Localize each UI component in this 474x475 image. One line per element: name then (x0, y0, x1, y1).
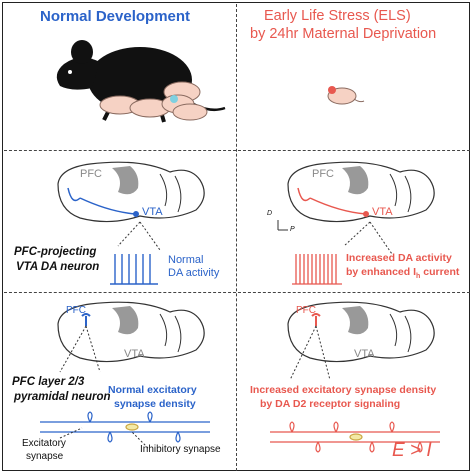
label-pfc-right-row3: PFC (296, 305, 316, 316)
left-panel-title: Normal Development (40, 8, 191, 25)
dendrite-normal (40, 411, 210, 443)
brain-sagittal-right (287, 161, 435, 223)
normal-synapse-line2: synapse density (114, 398, 196, 410)
spike-train-els (292, 254, 342, 285)
pyramidal-label-line2: pyramidal neuron (14, 391, 111, 403)
label-vta-right: VTA (372, 206, 393, 218)
spike-train-normal (110, 254, 158, 285)
increased-da-line2: by enhanced Ih current (346, 266, 460, 281)
label-pfc-left: PFC (80, 168, 102, 180)
brain-pfc-right (287, 301, 435, 363)
axis-label-p: P (290, 226, 295, 233)
row-divider-2 (4, 292, 470, 293)
normal-da-line1: Normal (168, 254, 204, 266)
dendrite-els (270, 421, 440, 453)
normal-da-line2: DA activity (168, 267, 220, 279)
excitatory-label-line1: Excitatory (22, 438, 66, 449)
da-neuron-label-line1: PFC-projecting (14, 246, 97, 258)
increased-synapse-line2: by DA D2 receptor signaling (260, 398, 401, 410)
label-vta-left: VTA (142, 206, 163, 218)
label-vta-right-row3: VTA (354, 348, 375, 360)
isolated-pup-icon (327, 86, 365, 105)
axis-label-d: D (267, 210, 273, 217)
right-panel-title-line1: Early Life Stress (ELS) (264, 8, 411, 24)
da-neuron-label-line2: VTA DA neuron (16, 261, 100, 273)
row-divider-1 (4, 150, 470, 151)
panel-divider-vertical (236, 4, 237, 471)
excitatory-label-line2: synapse (26, 451, 64, 462)
normal-synapse-line1: Normal excitatory (108, 384, 197, 396)
right-panel-title-line2: by 24hr Maternal Deprivation (250, 26, 437, 42)
increased-da-line1: Increased DA activity (346, 252, 452, 264)
brain-pfc-left (57, 301, 205, 363)
pyramidal-label-line1: PFC layer 2/3 (12, 376, 85, 388)
label-pfc-left-row3: PFC (66, 305, 86, 316)
brain-sagittal-left (57, 161, 205, 223)
inhibitory-label: Inhibitory synapse (140, 444, 221, 455)
pup-group-icon (99, 81, 208, 121)
orientation-axes-icon (277, 220, 288, 231)
ei-ratio-label: E > I (392, 440, 432, 461)
label-pfc-right: PFC (312, 168, 334, 180)
label-vta-left-row3: VTA (124, 348, 145, 360)
increased-synapse-line1: Increased excitatory synapse density (250, 384, 437, 396)
